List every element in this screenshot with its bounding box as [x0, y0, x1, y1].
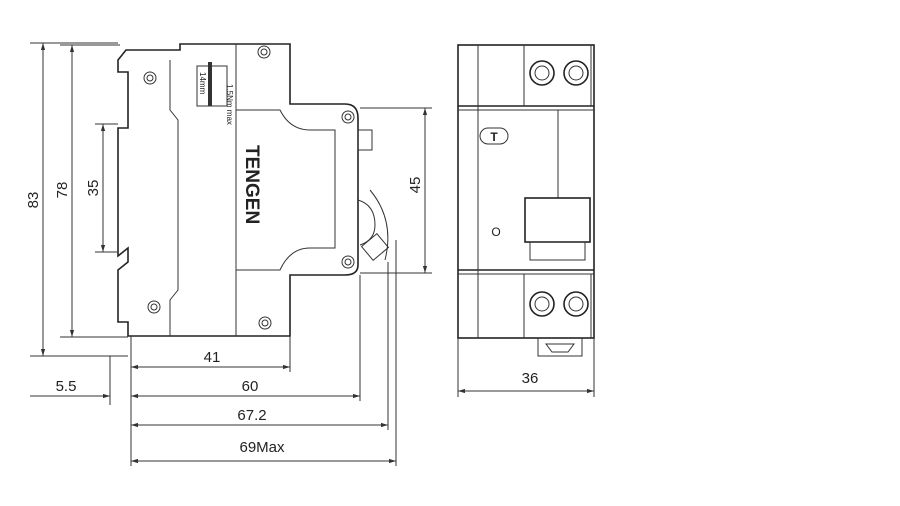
terminal-screws: [529, 60, 589, 317]
dim-rail-width: 35: [85, 180, 102, 197]
dim-depth-max: 69Max: [239, 439, 285, 456]
brand-logo: TENGEN: [241, 145, 262, 224]
off-mark: O: [491, 225, 500, 239]
dimension-lines: [30, 42, 595, 466]
toggle-handle: [524, 197, 591, 243]
side-view: 14mm 1.5Nm max TENGEN: [117, 43, 390, 337]
dim-width: 36: [522, 370, 539, 387]
test-button: [479, 127, 509, 145]
dim-depth-front: 60: [242, 378, 259, 395]
dim-depth-body: 41: [204, 349, 221, 366]
dim-height-body: 78: [54, 182, 71, 199]
strip-length-label: 14mm: [198, 72, 207, 95]
dim-height-total: 83: [25, 192, 42, 209]
dimension-labels: 83 78 35 45 41 60 5.5 67.2 69Max 36: [25, 177, 538, 456]
dim-rail-offset: 5.5: [56, 378, 77, 395]
torque-label: 1.5Nm max: [225, 84, 234, 125]
test-button-label: T: [490, 130, 498, 144]
dim-depth-toggle: 67.2: [237, 407, 266, 424]
dim-front-height: 45: [407, 177, 424, 194]
front-view: T O: [457, 44, 595, 357]
